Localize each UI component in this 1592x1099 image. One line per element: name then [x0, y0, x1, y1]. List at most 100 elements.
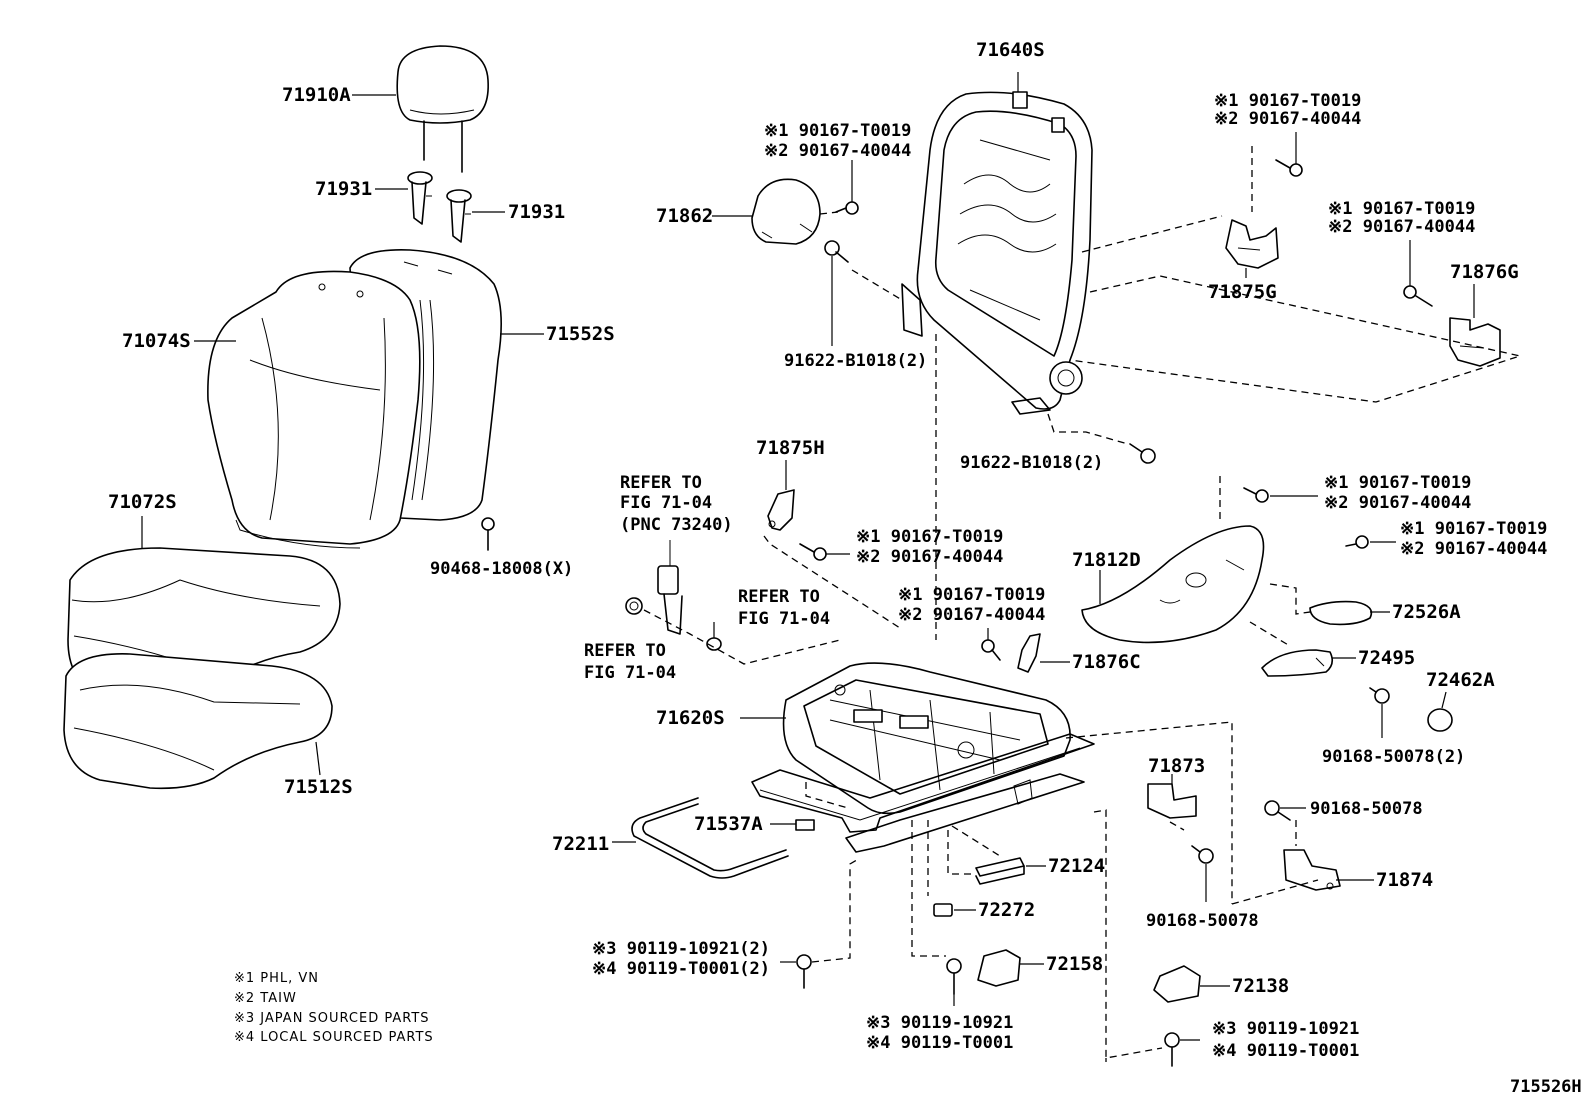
label-s1-71876G[interactable]: ※1 90167-T0019	[1328, 199, 1475, 219]
label-72158[interactable]: 72158	[1046, 953, 1103, 975]
label-s2-71875H[interactable]: ※2 90167-40044	[856, 547, 1003, 567]
label-72495[interactable]: 72495	[1358, 647, 1415, 669]
label-s2-71862[interactable]: ※2 90167-40044	[764, 141, 911, 161]
headrest-guide-right[interactable]	[446, 189, 472, 243]
screw-90168-2[interactable]	[1369, 687, 1390, 704]
label-71537A[interactable]: 71537A	[694, 813, 763, 835]
seatback-frame[interactable]	[901, 91, 1093, 415]
label-71812D[interactable]: 71812D	[1072, 549, 1141, 571]
label-s2-71876G[interactable]: ※2 90167-40044	[1328, 217, 1475, 237]
label-s1-71862[interactable]: ※1 90167-T0019	[764, 121, 911, 141]
screw-90168-b[interactable]	[1264, 800, 1291, 821]
label-s1-71812-a[interactable]: ※1 90167-T0019	[1324, 473, 1471, 493]
legend-line-1: ※1 PHL, VN	[234, 971, 319, 986]
label-71873[interactable]: 71873	[1148, 755, 1205, 777]
label-71552S[interactable]: 71552S	[546, 323, 615, 345]
label-71875H[interactable]: 71875H	[756, 437, 825, 459]
screw-71875G[interactable]	[1275, 159, 1303, 177]
screw-71812-a[interactable]	[1243, 487, 1269, 503]
label-refer-3b: FIG 71-04	[584, 663, 676, 683]
label-s4-left[interactable]: ※4 90119-T0001(2)	[592, 959, 770, 979]
label-71931-right[interactable]: 71931	[508, 201, 565, 223]
label-71874[interactable]: 71874	[1376, 869, 1433, 891]
label-91622-B1018-bottom[interactable]: 91622-B1018(2)	[960, 453, 1103, 473]
bolt-91622-bottom[interactable]	[1129, 443, 1156, 464]
part-71873[interactable]	[1147, 783, 1197, 819]
label-s2-71876C[interactable]: ※2 90167-40044	[898, 605, 1045, 625]
label-72272[interactable]: 72272	[978, 899, 1035, 921]
label-s1-71876C[interactable]: ※1 90167-T0019	[898, 585, 1045, 605]
part-72124[interactable]	[975, 857, 1025, 885]
seatback-cover[interactable]	[207, 270, 421, 549]
bolt-mid[interactable]	[946, 958, 962, 995]
label-71640S[interactable]: 71640S	[976, 39, 1045, 61]
label-refer-1c: (PNC 73240)	[620, 515, 733, 535]
label-90168-50078-a[interactable]: 90168-50078	[1146, 911, 1259, 931]
bolt-refer-3[interactable]	[625, 597, 643, 615]
label-72124[interactable]: 72124	[1048, 855, 1105, 877]
bolt-91622-top[interactable]	[824, 240, 849, 263]
figure-id: 715526H	[1510, 1077, 1582, 1097]
screw-71876G[interactable]	[1403, 285, 1433, 307]
part-72158[interactable]	[977, 949, 1021, 987]
label-71876C[interactable]: 71876C	[1072, 651, 1141, 673]
label-s2-71812-a[interactable]: ※2 90167-40044	[1324, 493, 1471, 513]
bolt-left[interactable]	[796, 954, 812, 989]
label-90468-18008[interactable]: 90468-18008(X)	[430, 559, 573, 579]
seat-frame[interactable]	[751, 662, 1095, 853]
label-s4-right[interactable]: ※4 90119-T0001	[1212, 1041, 1359, 1061]
part-72272[interactable]	[933, 903, 953, 917]
label-s1-71812-b[interactable]: ※1 90167-T0019	[1400, 519, 1547, 539]
label-72138[interactable]: 72138	[1232, 975, 1289, 997]
hog-ring[interactable]	[481, 517, 495, 551]
part-71812D[interactable]	[1081, 525, 1265, 644]
label-s3-mid[interactable]: ※3 90119-10921	[866, 1013, 1013, 1033]
part-71862[interactable]	[751, 178, 821, 245]
label-90168-50078-b[interactable]: 90168-50078	[1310, 799, 1423, 819]
bolt-right[interactable]	[1164, 1032, 1180, 1067]
label-72211[interactable]: 72211	[552, 833, 609, 855]
label-71620S[interactable]: 71620S	[656, 707, 725, 729]
headrest-guide-left[interactable]	[407, 171, 433, 225]
label-71910A[interactable]: 71910A	[282, 84, 351, 106]
part-72211[interactable]	[631, 797, 789, 879]
part-71537A[interactable]	[795, 819, 815, 831]
screw-71875H[interactable]	[799, 543, 827, 561]
label-71862[interactable]: 71862	[656, 205, 713, 227]
seat-cushion-pad[interactable]	[63, 653, 333, 790]
label-s4-mid[interactable]: ※4 90119-T0001	[866, 1033, 1013, 1053]
label-s3-left[interactable]: ※3 90119-10921(2)	[592, 939, 770, 959]
part-72526A[interactable]	[1309, 600, 1373, 626]
label-71931-left[interactable]: 71931	[315, 178, 372, 200]
screw-90168-a[interactable]	[1191, 845, 1214, 864]
label-71512S[interactable]: 71512S	[284, 776, 353, 798]
part-72462A[interactable]	[1427, 708, 1453, 732]
screw-71812-b[interactable]	[1345, 535, 1369, 549]
label-72526A[interactable]: 72526A	[1392, 601, 1461, 623]
label-s3-right[interactable]: ※3 90119-10921	[1212, 1019, 1359, 1039]
label-91622-B1018-top[interactable]: 91622-B1018(2)	[784, 351, 927, 371]
screw-71862[interactable]	[835, 201, 859, 215]
part-71875H[interactable]	[767, 489, 795, 531]
label-71876G[interactable]: 71876G	[1450, 261, 1519, 283]
part-71876C[interactable]	[1017, 633, 1041, 673]
legend-line-4: ※4 LOCAL SOURCED PARTS	[234, 1030, 434, 1045]
label-71074S[interactable]: 71074S	[122, 330, 191, 352]
label-s2-71812-b[interactable]: ※2 90167-40044	[1400, 539, 1547, 559]
part-72138[interactable]	[1153, 965, 1201, 1003]
label-s1-71875H[interactable]: ※1 90167-T0019	[856, 527, 1003, 547]
part-71875G[interactable]	[1225, 219, 1279, 269]
part-72495[interactable]	[1261, 649, 1334, 677]
label-s2-71875G[interactable]: ※2 90167-40044	[1214, 109, 1361, 129]
label-90168-50078-2[interactable]: 90168-50078(2)	[1322, 747, 1465, 767]
legend-line-3: ※3 JAPAN SOURCED PARTS	[234, 1011, 430, 1026]
label-refer-2b: FIG 71-04	[738, 609, 830, 629]
headrest[interactable]	[396, 45, 489, 173]
part-71874[interactable]	[1283, 849, 1341, 891]
label-71072S[interactable]: 71072S	[108, 491, 177, 513]
label-refer-1a: REFER TO	[620, 473, 702, 493]
seat-belt-buckle[interactable]	[657, 540, 683, 635]
label-72462A[interactable]: 72462A	[1426, 669, 1495, 691]
label-s1-71875G[interactable]: ※1 90167-T0019	[1214, 91, 1361, 111]
screw-71876C[interactable]	[981, 639, 1001, 661]
